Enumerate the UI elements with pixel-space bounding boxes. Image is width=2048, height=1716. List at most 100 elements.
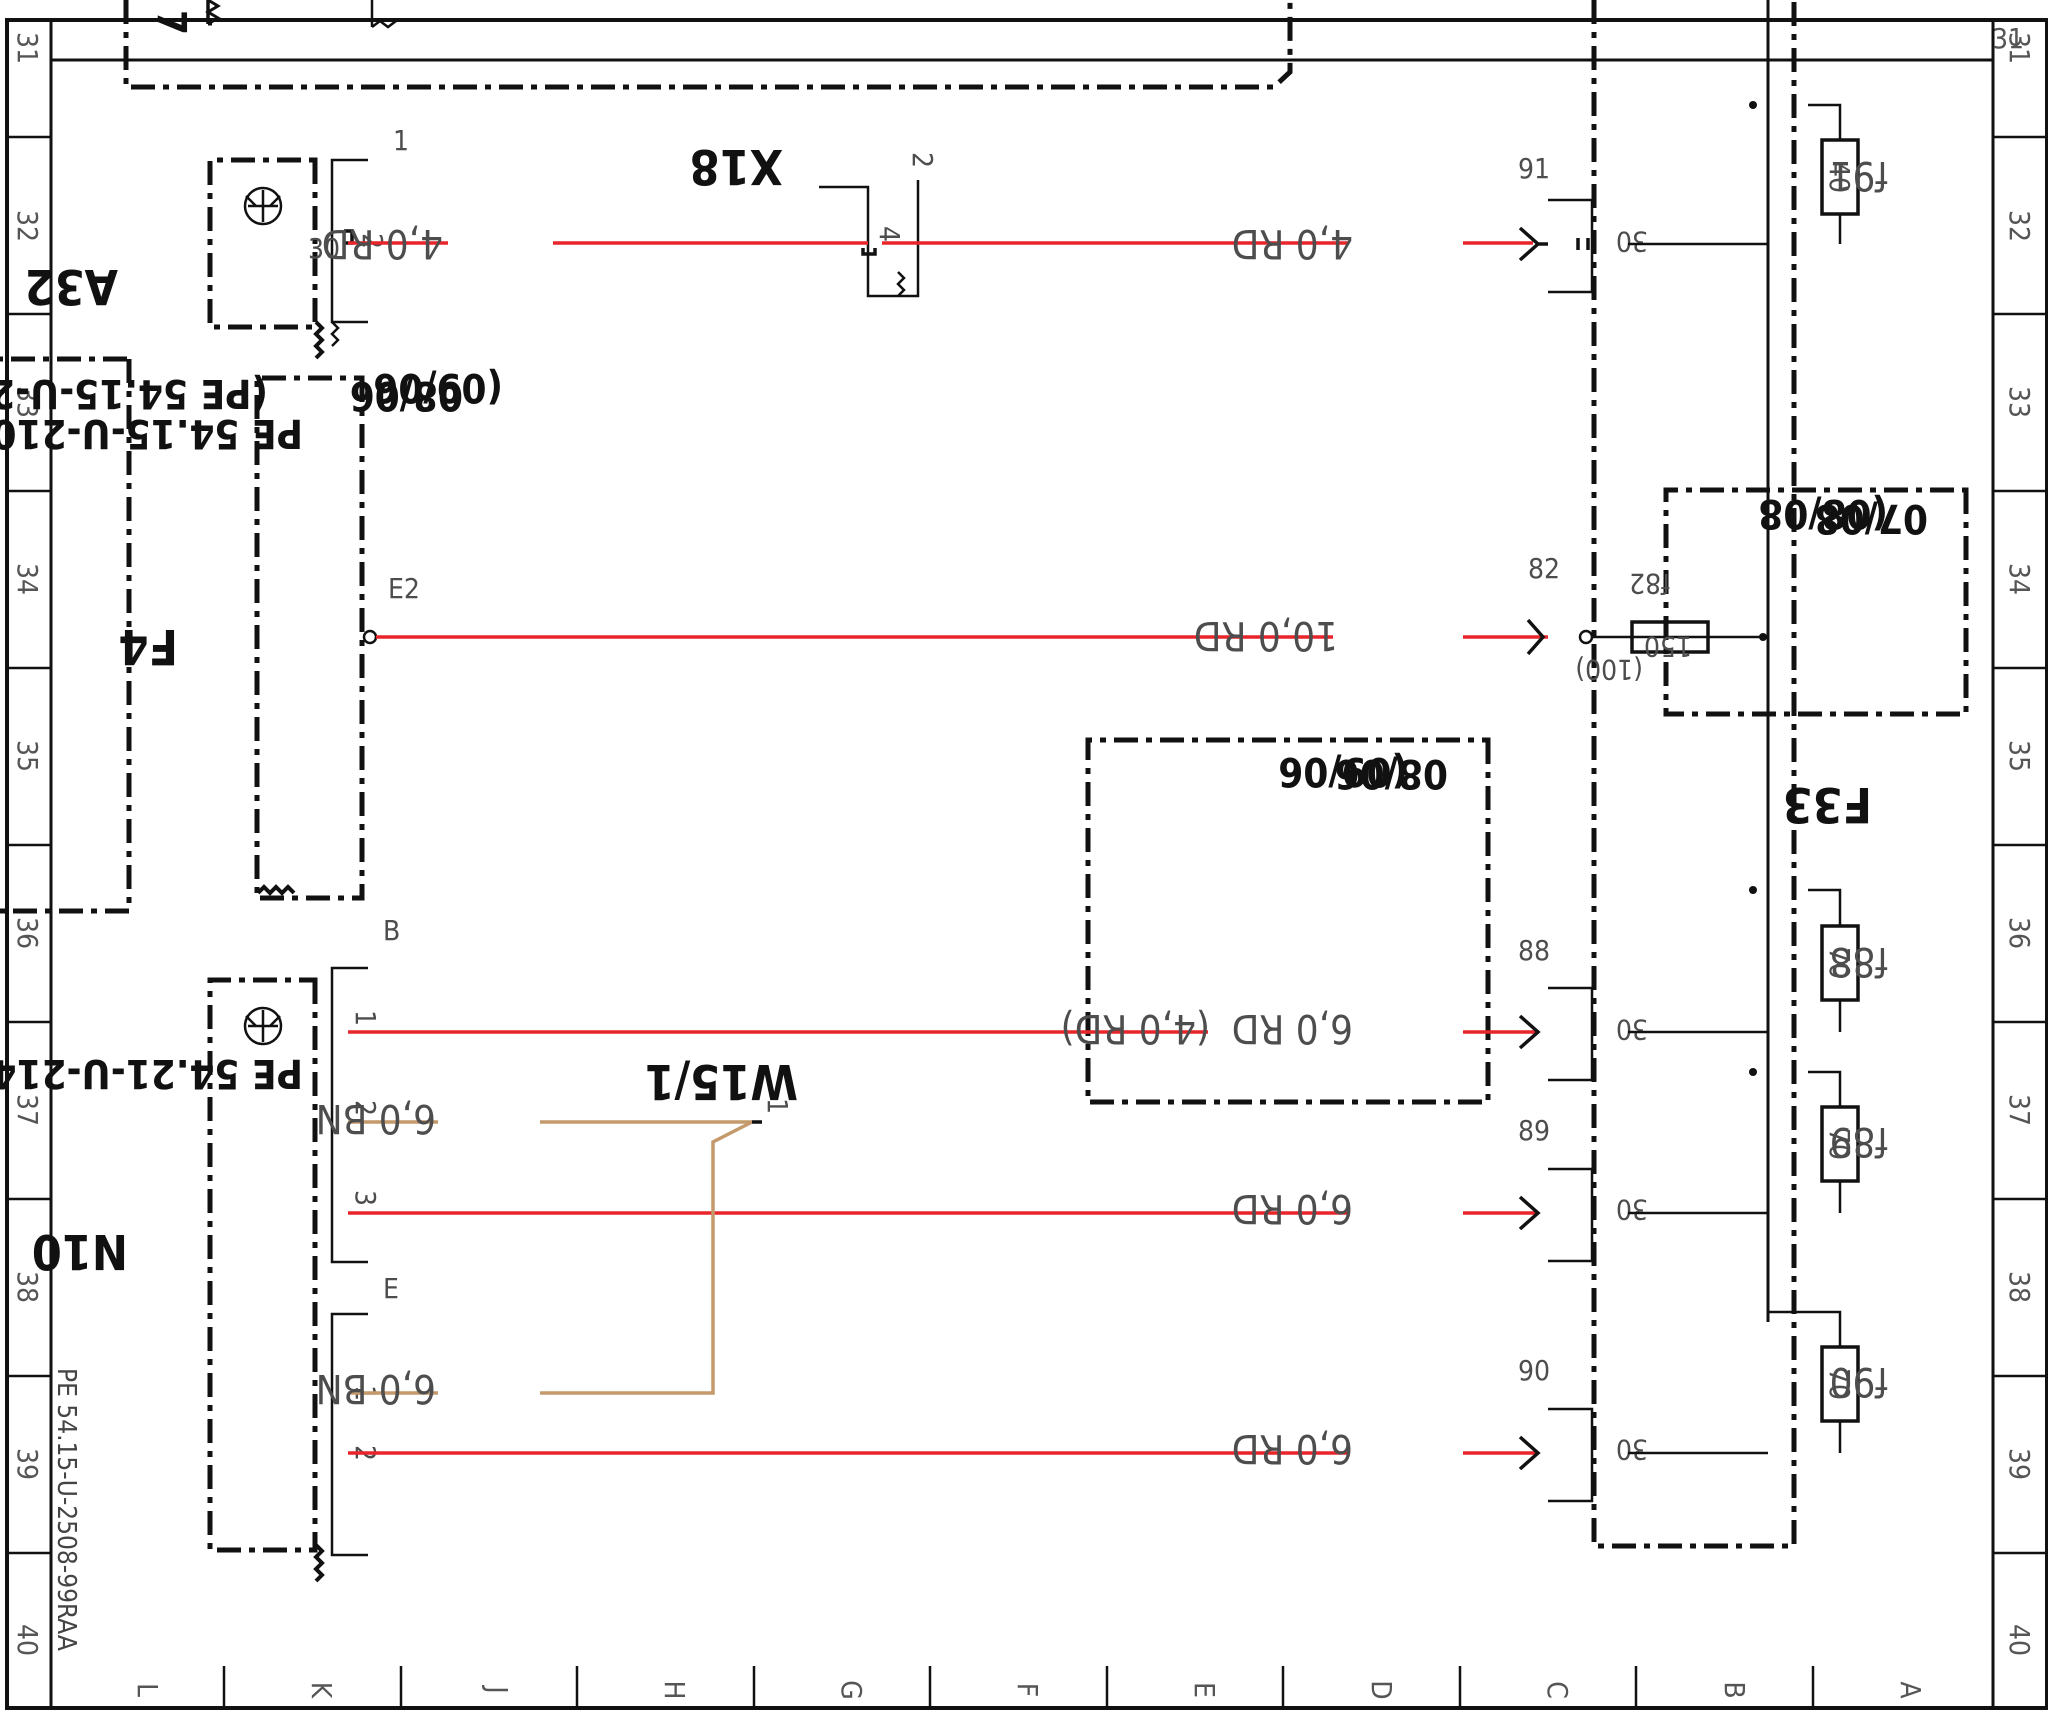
component-n10: B E 1 2 3 1 2 N10 PE 54.21-U-214RAA bbox=[0, 914, 400, 1583]
svg-text:150: 150 bbox=[1644, 630, 1692, 663]
svg-text:08/06: 08/06 bbox=[1335, 750, 1448, 796]
col-letter: D bbox=[1365, 1680, 1398, 1699]
f4-label: F4 bbox=[118, 618, 178, 674]
svg-text:89: 89 bbox=[1518, 1114, 1550, 1147]
row-number: 31 bbox=[1992, 22, 2024, 55]
component-k7: 7 bbox=[123, 0, 1293, 90]
date-box-mid: 08/06 (09/06 bbox=[1085, 737, 1491, 1105]
column-letters: L K J H G F E D C B A bbox=[131, 1680, 1927, 1700]
svg-text:E2: E2 bbox=[388, 572, 420, 605]
svg-text:6,0 RD: 6,0 RD bbox=[1232, 1425, 1353, 1471]
row-number: 35 bbox=[2003, 740, 2036, 772]
svg-text:(4,0 RD): (4,0 RD) bbox=[1061, 1005, 1210, 1051]
fuse-f91: f91 bbox=[1830, 152, 1888, 198]
row-numbers: 31 32 33 34 35 36 37 38 39 40 31 32 33 3… bbox=[11, 32, 2036, 1656]
svg-text:30: 30 bbox=[1616, 1013, 1648, 1046]
row-number: 35 bbox=[11, 740, 44, 772]
svg-text:f82: f82 bbox=[1629, 567, 1670, 600]
f33-pin-89: 89 30 70 f89 bbox=[1518, 1068, 1888, 1263]
row-number: 31 bbox=[2003, 32, 2036, 64]
svg-text:30: 30 bbox=[308, 232, 340, 265]
wire-w7: 6,0 BN bbox=[316, 1120, 753, 1411]
svg-text:4,0 RD: 4,0 RD bbox=[1232, 220, 1353, 266]
row-number: 37 bbox=[11, 1094, 44, 1126]
svg-text:2: 2 bbox=[906, 152, 939, 168]
drawing-frame bbox=[5, 18, 2048, 1710]
row-number: 34 bbox=[2003, 563, 2036, 595]
f4-date-to: (09/06 bbox=[373, 364, 503, 410]
f4-date-from: 08/06 bbox=[350, 372, 463, 418]
svg-text:70: 70 bbox=[1823, 1128, 1856, 1160]
wire-w8: 6,0 RD bbox=[348, 1425, 1538, 1471]
col-letter: L bbox=[131, 1683, 164, 1697]
row-number: 37 bbox=[2003, 1094, 2036, 1126]
row-number: 32 bbox=[11, 210, 44, 242]
x18-label: X18 bbox=[690, 138, 783, 194]
wire-w4: (4,0 RD) 6,0 RD bbox=[348, 1005, 1538, 1051]
f4-ref2: (PE 54.15-U-2103RAD) bbox=[0, 370, 268, 416]
col-letter: F bbox=[1011, 1683, 1044, 1698]
svg-text:4,0 RD: 4,0 RD bbox=[322, 220, 443, 266]
row-number: 32 bbox=[2003, 210, 2036, 242]
col-letter: A bbox=[1894, 1681, 1927, 1699]
wire-w1: 4,0 RD bbox=[322, 220, 868, 266]
row-number: 34 bbox=[11, 563, 44, 595]
wire-w3: 10,0 RD bbox=[376, 612, 1548, 658]
svg-text:70: 70 bbox=[1823, 1368, 1856, 1400]
svg-text:E: E bbox=[383, 1272, 399, 1305]
svg-text:82: 82 bbox=[1528, 552, 1560, 585]
svg-text:3: 3 bbox=[349, 1190, 382, 1206]
row-numbers-top: 31 bbox=[1992, 22, 2024, 55]
row-number: 39 bbox=[2003, 1448, 2036, 1480]
col-letter: H bbox=[658, 1681, 691, 1700]
svg-text:6,0 RD: 6,0 RD bbox=[1232, 1005, 1353, 1051]
svg-text:6,0 BN: 6,0 BN bbox=[316, 1365, 436, 1411]
connector-x18: 2 4 X18 bbox=[690, 138, 939, 298]
component-f33: F33 07/08 (08/08 bbox=[1591, 0, 1969, 1549]
svg-text:2: 2 bbox=[356, 233, 389, 249]
svg-text:6,0 RD: 6,0 RD bbox=[1232, 1185, 1353, 1231]
f33-pin-91: 91 30 40 f91 bbox=[1518, 101, 1888, 294]
fuse-f88: f88 bbox=[1830, 938, 1888, 984]
svg-text:4: 4 bbox=[873, 226, 906, 242]
svg-text:70: 70 bbox=[1823, 947, 1856, 979]
col-letter: B bbox=[1718, 1681, 1751, 1698]
col-letter: E bbox=[1188, 1682, 1221, 1698]
svg-text:(09/06: (09/06 bbox=[1278, 748, 1408, 794]
svg-text:30: 30 bbox=[1616, 1433, 1648, 1466]
f33-label: F33 bbox=[1782, 776, 1872, 832]
wire-w5: 6,0 BN bbox=[316, 1095, 752, 1141]
col-letter: C bbox=[1541, 1681, 1574, 1699]
svg-text:30: 30 bbox=[1616, 1193, 1648, 1226]
document-id: PE 54.15-U-2508-99RAA bbox=[51, 1368, 81, 1651]
row-number: 33 bbox=[11, 386, 44, 418]
k7-label: 7 bbox=[148, 10, 194, 35]
svg-text:B: B bbox=[383, 914, 400, 947]
fuse-f89: f89 bbox=[1830, 1118, 1888, 1164]
f33-pin-88: 88 30 70 f88 bbox=[1518, 886, 1888, 1082]
row-number: 40 bbox=[11, 1624, 44, 1656]
row-number: 36 bbox=[11, 917, 44, 949]
f33-pin-82: 82 150 f82 (100) bbox=[1526, 552, 1768, 686]
svg-text:(100): (100) bbox=[1575, 653, 1643, 686]
svg-text:91: 91 bbox=[1518, 152, 1550, 185]
svg-text:6,0 BN: 6,0 BN bbox=[316, 1095, 436, 1141]
svg-text:(08/08: (08/08 bbox=[1758, 490, 1888, 536]
svg-text:10,0 RD: 10,0 RD bbox=[1194, 612, 1338, 658]
svg-text:1: 1 bbox=[349, 1010, 382, 1026]
col-letter: K bbox=[305, 1682, 338, 1700]
svg-text:30: 30 bbox=[1616, 225, 1648, 258]
svg-text:90: 90 bbox=[1518, 1354, 1550, 1387]
component-f4: E2 F4 PE 54.15-U-2103RAA (PE 54.15-U-210… bbox=[0, 356, 503, 914]
svg-text:88: 88 bbox=[1518, 934, 1550, 967]
w15-1-label: W15/1 bbox=[644, 1053, 798, 1109]
svg-text:2: 2 bbox=[349, 1100, 382, 1116]
col-letter: J bbox=[481, 1684, 514, 1693]
f33-pin-90: 90 30 70 f90 bbox=[1518, 1310, 1888, 1503]
f4-ref1: PE 54.15-U-2103RAA bbox=[0, 410, 303, 456]
wire-w2: 4,0 RD bbox=[882, 220, 1533, 266]
fuse-f90: f90 bbox=[1830, 1358, 1888, 1404]
component-a32: 1 2 30 A32 bbox=[24, 124, 409, 360]
svg-text:1: 1 bbox=[393, 124, 409, 157]
